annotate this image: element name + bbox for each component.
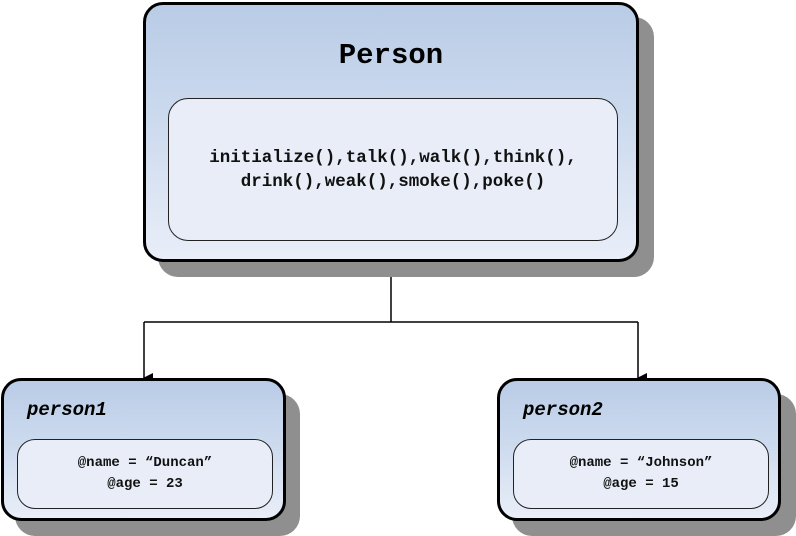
attribute-age: @age = 15 [603,476,679,492]
object-attributes-panel: @name = “Johnson” @age = 15 [513,439,769,509]
object-attributes-panel: @name = “Duncan” @age = 23 [17,439,273,509]
class-box-person: Person initialize(),talk(),walk(),think(… [143,2,639,262]
attribute-age: @age = 23 [107,476,183,492]
class-methods-panel: initialize(),talk(),walk(),think(), drin… [168,98,618,241]
object-box-person2: person2 @name = “Johnson” @age = 15 [497,378,781,521]
object-title: person2 [523,399,603,421]
object-box-person1: person1 @name = “Duncan” @age = 23 [1,378,286,521]
methods-line-2: drink(),weak(),smoke(),poke() [240,171,546,192]
attribute-name: @name = “Duncan” [77,455,213,471]
class-title: Person [338,39,444,72]
object-title: person1 [27,399,107,421]
attribute-name: @name = “Johnson” [569,455,713,471]
methods-line-1: initialize(),talk(),walk(),think(), [209,147,577,168]
